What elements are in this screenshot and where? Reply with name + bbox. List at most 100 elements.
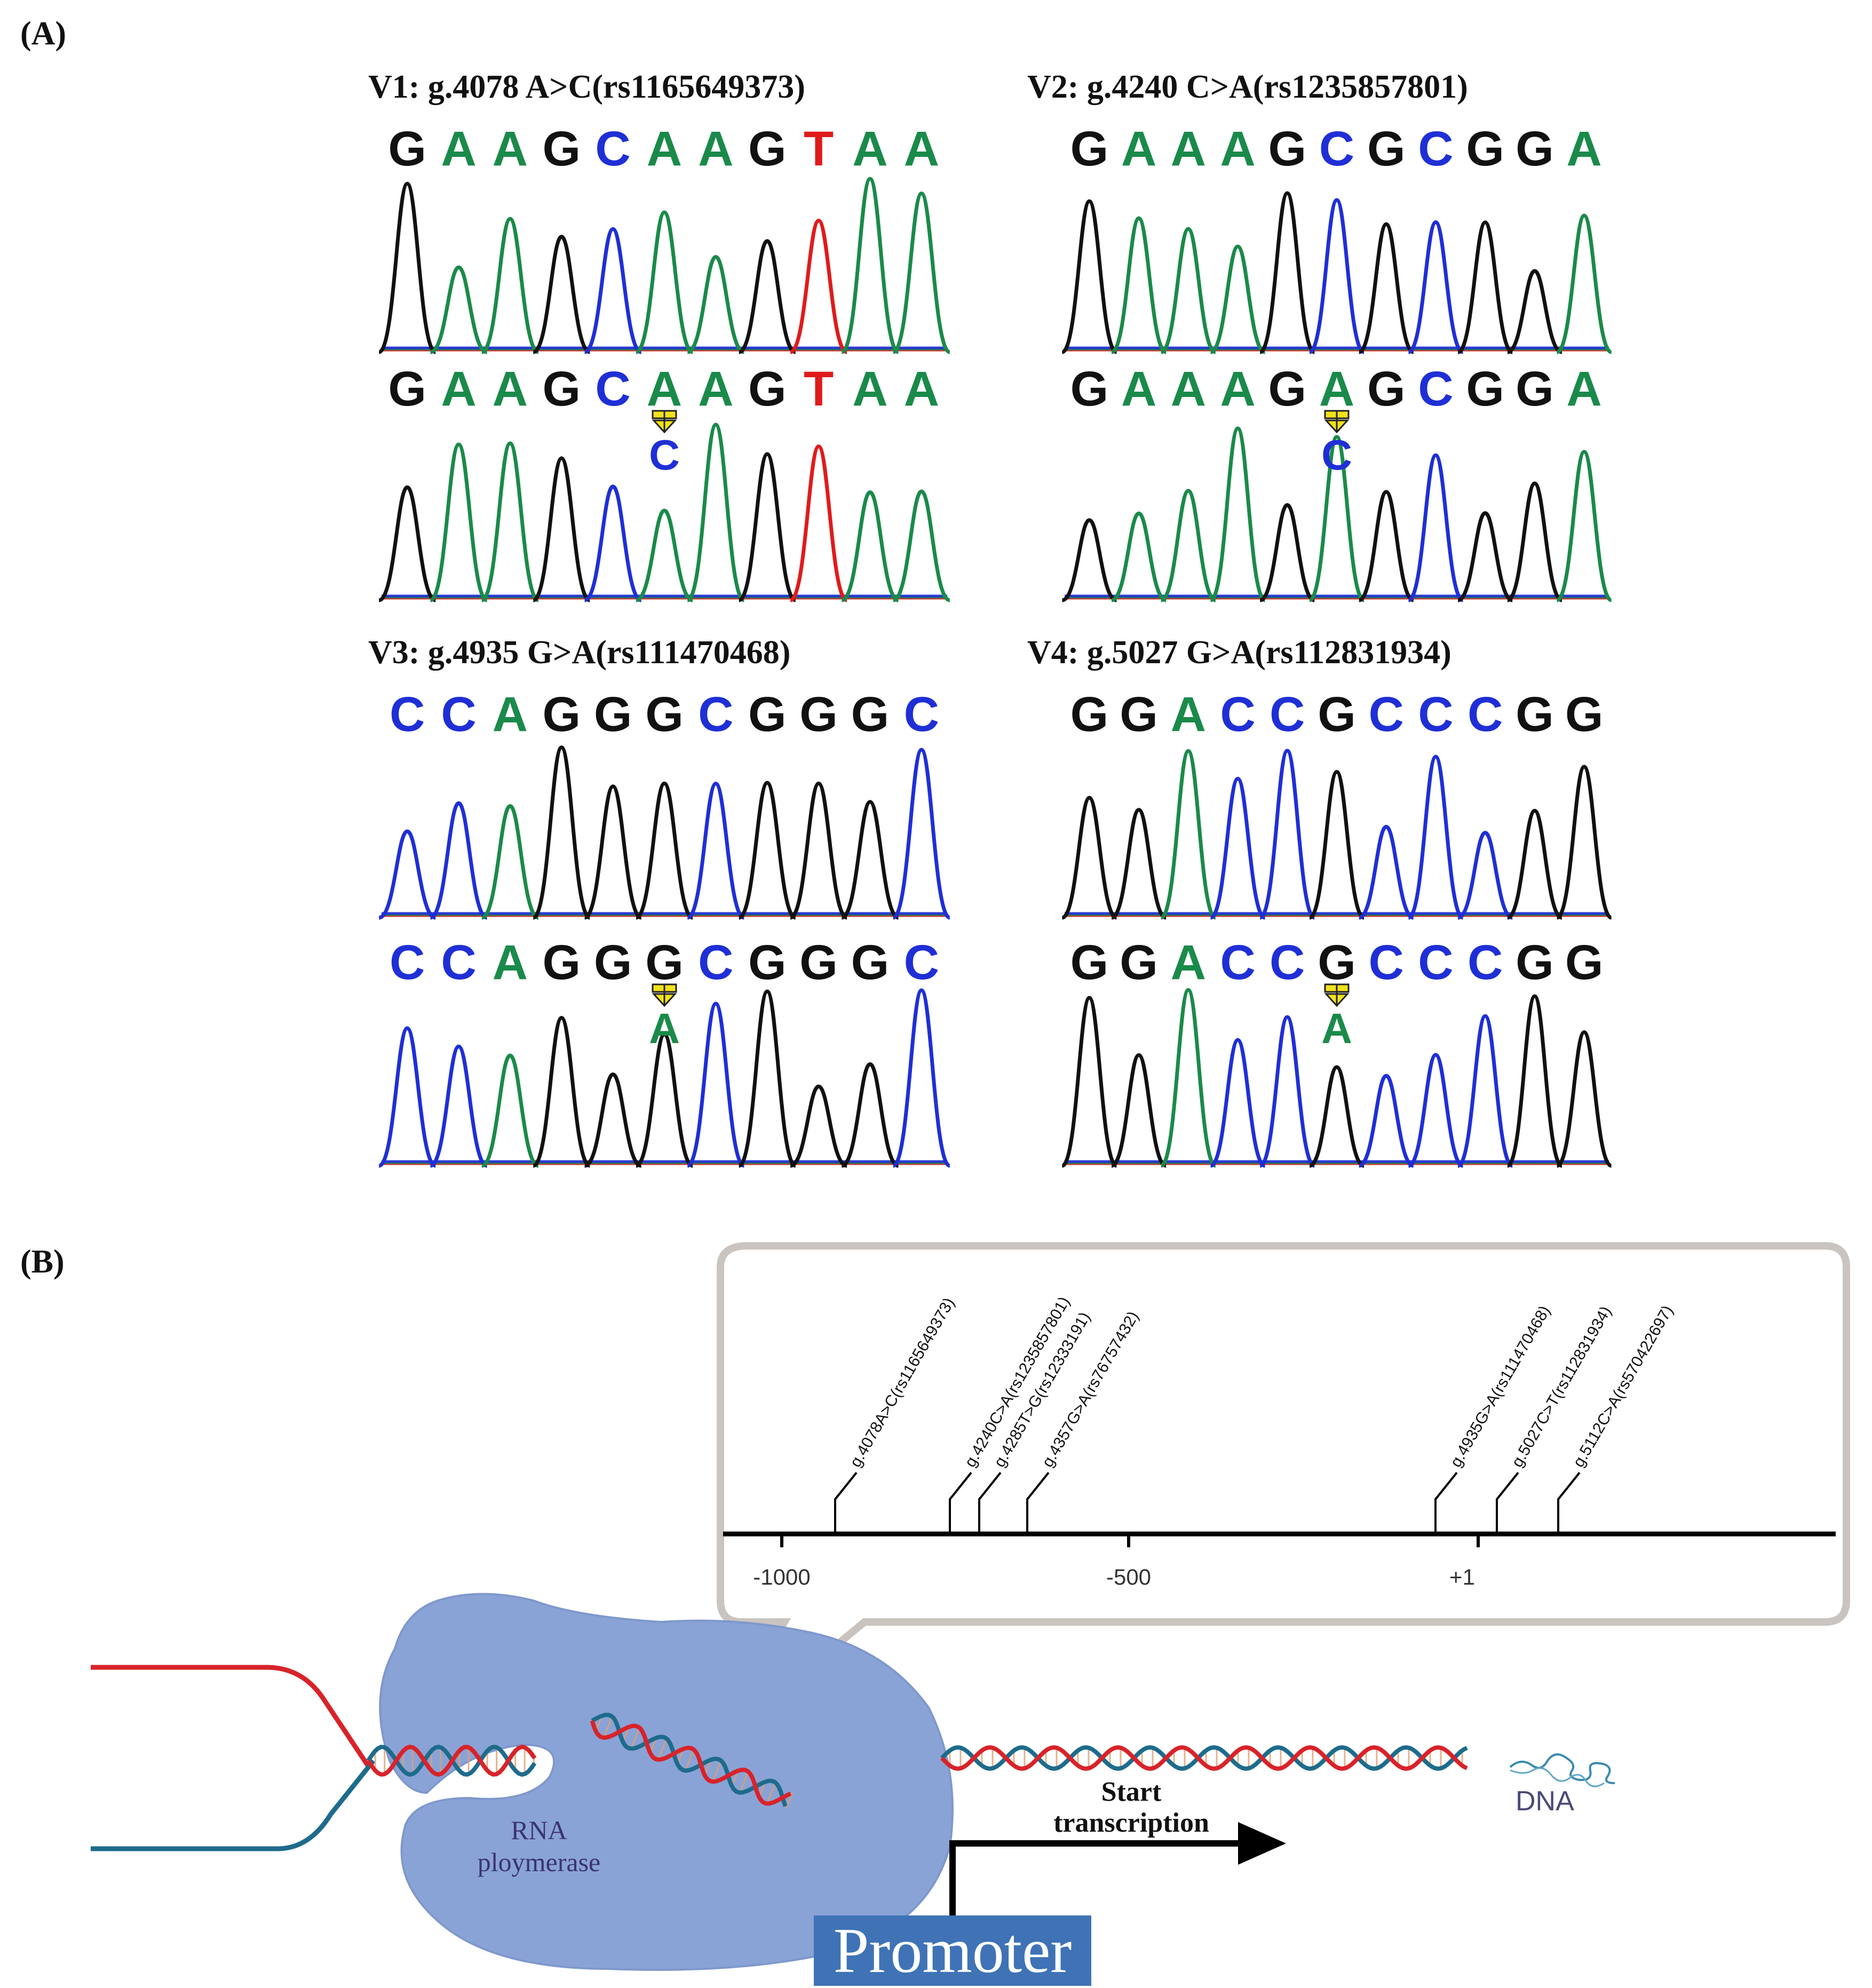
ref-base-letter: C bbox=[1220, 687, 1255, 742]
trace-peak bbox=[1259, 1015, 1315, 1168]
alt-base-letter: G bbox=[748, 935, 787, 990]
trace-peak bbox=[481, 441, 540, 602]
alt-base-letter: G bbox=[542, 362, 581, 416]
trace-peak bbox=[1210, 244, 1266, 354]
transcription-illustration bbox=[91, 1593, 1615, 1971]
trace-peak bbox=[1358, 490, 1415, 602]
trace-peak bbox=[481, 804, 540, 920]
trace-peak bbox=[841, 800, 899, 920]
snp-map-callout: -1000 -500 +1 g.4078A>C(rs1165649373)g.4… bbox=[706, 1242, 1850, 1753]
trace-peak bbox=[892, 748, 951, 920]
trace-peak bbox=[840, 177, 900, 354]
alt-base-letter: A bbox=[493, 362, 528, 416]
ref-base-letter: A bbox=[852, 122, 887, 176]
ref-base-letter: G bbox=[1070, 122, 1109, 176]
dna-label: DNA bbox=[1516, 1786, 1574, 1817]
alt-base-letter: G bbox=[645, 935, 684, 990]
variant-v4-title: V4: g.5027 G>A(rs112831934) bbox=[1027, 634, 1451, 671]
alt-base-letter: T bbox=[804, 362, 834, 416]
trace-peak bbox=[1457, 1014, 1513, 1168]
transcription-start-arrow bbox=[949, 1840, 1243, 1918]
variant-v3-title: V3: g.4935 G>A(rs111470468) bbox=[368, 634, 791, 671]
trace-peak bbox=[1457, 511, 1513, 602]
alt-base-letter: A bbox=[441, 362, 476, 416]
ref-base-letter: C bbox=[904, 687, 939, 742]
arrowhead bbox=[1238, 1822, 1286, 1865]
trace-peak bbox=[789, 444, 848, 602]
mutation-base-label: C bbox=[649, 431, 680, 479]
trace-peak bbox=[635, 1032, 694, 1168]
alt-base-letter: C bbox=[1468, 935, 1503, 990]
alt-base-letter: G bbox=[799, 935, 838, 990]
trace-peak bbox=[378, 829, 437, 920]
ref-base-letter: G bbox=[748, 687, 787, 742]
trace-peak bbox=[1061, 518, 1117, 602]
trace-peak bbox=[635, 781, 694, 920]
alt-base-letter: G bbox=[851, 935, 890, 990]
ref-base-letter: C bbox=[1468, 687, 1503, 742]
trace-peak bbox=[1308, 770, 1365, 920]
ref-base-letter: G bbox=[1516, 122, 1554, 176]
ref-base-letter: C bbox=[1418, 687, 1453, 742]
mutation-marker bbox=[1324, 983, 1350, 1007]
trace-peak bbox=[738, 781, 797, 920]
trace-peak bbox=[1110, 511, 1167, 602]
trace-peak bbox=[1160, 489, 1217, 602]
trace-peak bbox=[686, 782, 745, 920]
dna-frayed-end bbox=[1509, 1753, 1615, 1784]
trace-peak bbox=[1457, 220, 1513, 354]
trace-peak bbox=[430, 1044, 488, 1168]
ref-base-letter: C bbox=[1270, 687, 1305, 742]
alt-base-letter: G bbox=[1516, 362, 1554, 416]
variant-v2-title: V2: g.4240 C>A(rs1235857801) bbox=[1027, 69, 1468, 105]
trace-peak bbox=[1506, 809, 1563, 920]
trace-peak bbox=[1556, 1030, 1613, 1168]
trace-peak bbox=[686, 1001, 745, 1168]
ref-base-letter: A bbox=[1566, 122, 1601, 176]
alt-base-letter: G bbox=[1070, 362, 1109, 416]
trace-peak bbox=[1308, 1065, 1365, 1168]
ref-base-letter: A bbox=[1220, 122, 1255, 176]
ref-base-letter: G bbox=[542, 687, 581, 742]
ref-base-letter: G bbox=[1318, 687, 1356, 742]
mutation-base-label: A bbox=[649, 1005, 680, 1052]
trace-peak bbox=[1160, 749, 1217, 920]
ref-base-letter: C bbox=[1369, 687, 1404, 742]
ref-base-letter: A bbox=[1171, 687, 1206, 742]
ref-base-letter: C bbox=[595, 122, 630, 176]
rna-polymerase-label: RNA ploymerase bbox=[477, 1815, 601, 1877]
trace-peak bbox=[1160, 988, 1217, 1168]
trace-peak bbox=[1506, 994, 1563, 1168]
ref-base-letter: C bbox=[1319, 122, 1354, 176]
trace-peak bbox=[481, 1053, 540, 1168]
trace-peak bbox=[532, 456, 591, 602]
alt-base-letter: C bbox=[595, 362, 630, 416]
trace-peak bbox=[1209, 426, 1266, 602]
helix-segment bbox=[940, 1745, 1468, 1771]
trace-peak bbox=[1556, 765, 1613, 920]
ref-base-letter: G bbox=[1120, 687, 1158, 742]
ref-base-letter: G bbox=[851, 687, 890, 742]
alt-base-letter: A bbox=[852, 362, 887, 416]
alt-base-letter: A bbox=[1319, 362, 1354, 416]
panel-b-label: (B) bbox=[20, 1244, 65, 1280]
trace-peak bbox=[1110, 1053, 1167, 1168]
trace-peak bbox=[892, 191, 951, 354]
trace-peak bbox=[738, 239, 797, 354]
alt-base-letter: G bbox=[1516, 935, 1554, 990]
alt-base-letter: G bbox=[542, 935, 581, 990]
promoter-box: Promoter bbox=[814, 1915, 1091, 1986]
alt-base-letter: C bbox=[441, 935, 476, 990]
trace-peak bbox=[738, 989, 797, 1168]
trace-peak bbox=[1209, 776, 1266, 920]
alt-base-letter: G bbox=[388, 362, 426, 416]
ref-base-letter: A bbox=[647, 122, 682, 176]
trace-peak bbox=[430, 801, 488, 920]
trace-peak bbox=[635, 508, 694, 602]
alt-base-letter: G bbox=[748, 362, 787, 416]
ref-base-letter: G bbox=[645, 687, 684, 742]
trace-peak bbox=[1259, 749, 1315, 920]
